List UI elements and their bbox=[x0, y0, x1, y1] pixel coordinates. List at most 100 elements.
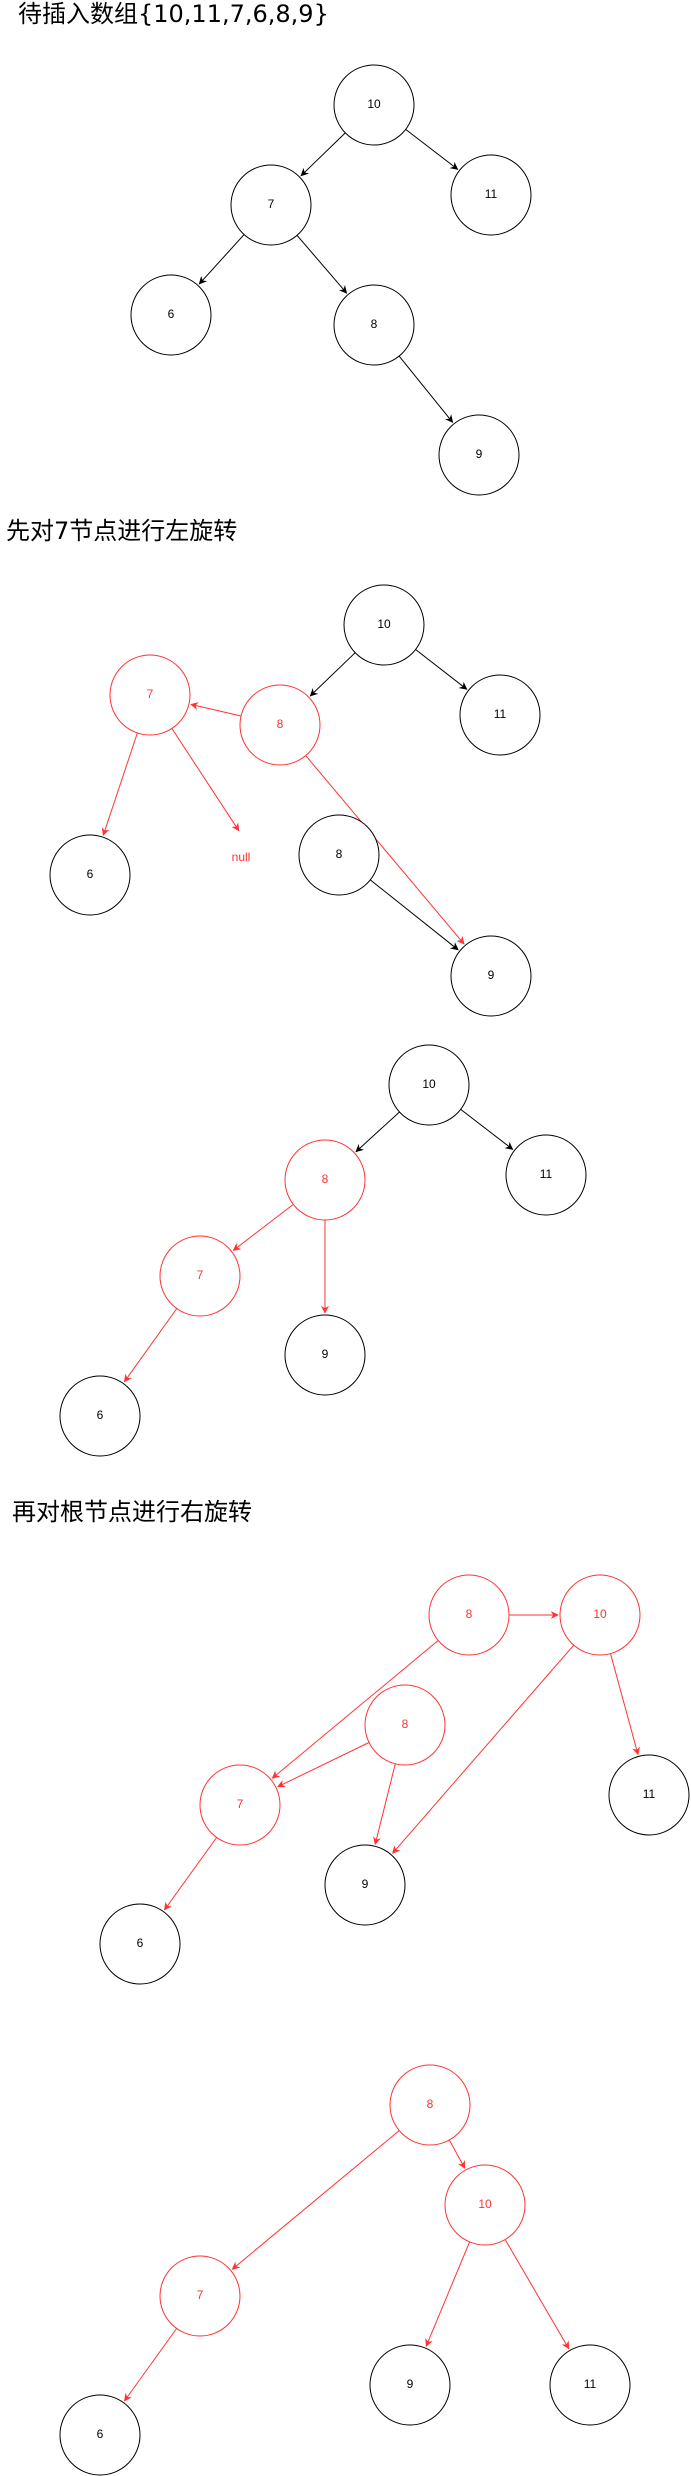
initial-tree-node-11: 11 bbox=[450, 154, 532, 236]
final-tree-node-7: 7 bbox=[159, 2255, 241, 2337]
left-rotate-step-node-9: 9 bbox=[450, 935, 532, 1017]
node-circle bbox=[99, 1903, 181, 1985]
node-circle bbox=[450, 935, 532, 1017]
left-rotate-result-node-11: 11 bbox=[505, 1134, 587, 1216]
right-rotate-step-node-8: 8 bbox=[364, 1684, 446, 1766]
right-rotate-step-node-11: 11 bbox=[608, 1754, 690, 1836]
right-rotate-step-edge-d8-to-d7 bbox=[277, 1742, 370, 1788]
final-tree-edge-e10-to-e11 bbox=[504, 2239, 570, 2350]
node-circle bbox=[333, 284, 415, 366]
node-label: 10 bbox=[377, 617, 391, 631]
node-label: 6 bbox=[137, 1936, 144, 1950]
node-label: 6 bbox=[168, 307, 175, 321]
left-rotate-result-node-9: 9 bbox=[284, 1314, 366, 1396]
right-rotate-caption: 再对根节点进行右旋转 bbox=[12, 1498, 252, 1526]
right-rotate-step-node-6: 6 bbox=[99, 1903, 181, 1985]
left-rotate-result-edge-c8-to-c7 bbox=[232, 1204, 294, 1251]
final-tree-node-10: 10 bbox=[444, 2164, 526, 2246]
initial-tree-edge-a10-to-a11 bbox=[405, 129, 459, 170]
node-circle bbox=[428, 1574, 510, 1656]
node-circle bbox=[59, 1375, 141, 1457]
node-circle bbox=[389, 2064, 471, 2146]
node-label: 7 bbox=[268, 197, 275, 211]
final-tree-edge-e10-to-e9 bbox=[425, 2241, 471, 2347]
node-label: 10 bbox=[367, 97, 381, 111]
node-circle bbox=[388, 1044, 470, 1126]
node-circle bbox=[298, 814, 380, 896]
node-label: 11 bbox=[540, 1167, 553, 1181]
node-circle bbox=[364, 1684, 446, 1766]
node-label: 8 bbox=[336, 847, 343, 861]
node-circle bbox=[369, 2344, 451, 2426]
node-label: 10 bbox=[478, 2197, 492, 2211]
left-rotate-step-node-7: 7 bbox=[109, 654, 191, 736]
node-label: 8 bbox=[466, 1607, 473, 1621]
initial-tree-node-8: 8 bbox=[333, 284, 415, 366]
node-circle bbox=[230, 164, 312, 246]
left-rotate-step-edge-b10-to-b8r bbox=[309, 652, 356, 697]
node-circle bbox=[239, 684, 321, 766]
initial-tree-edge-a8-to-a9 bbox=[398, 355, 454, 423]
node-label: 9 bbox=[362, 1877, 369, 1891]
left-rotate-step-node-8: 8 bbox=[298, 814, 380, 896]
node-label: 8 bbox=[277, 717, 284, 731]
left-rotate-step-edge-b8r-to-b7 bbox=[190, 702, 242, 717]
node-circle bbox=[130, 274, 212, 356]
node-label: 9 bbox=[476, 447, 483, 461]
left-rotate-step-node-8: 8 bbox=[239, 684, 321, 766]
right-rotate-step-edge-d8top-to-d7 bbox=[271, 1640, 439, 1779]
final-tree-node-11: 11 bbox=[549, 2344, 631, 2426]
node-label: 11 bbox=[494, 707, 507, 721]
node-label: 11 bbox=[584, 2377, 597, 2391]
node-label: 11 bbox=[485, 187, 498, 201]
node-label: 8 bbox=[402, 1717, 409, 1731]
final-tree-node-9: 9 bbox=[369, 2344, 451, 2426]
initial-tree-node-7: 7 bbox=[230, 164, 312, 246]
node-circle bbox=[438, 414, 520, 496]
node-circle bbox=[284, 1314, 366, 1396]
left-rotate-step-edge-b7-to-b6 bbox=[101, 732, 138, 836]
left-rotate-step-edge-b7-to-null bbox=[171, 728, 240, 832]
left-rotate-result-node-6: 6 bbox=[59, 1375, 141, 1457]
final-tree-node-6: 6 bbox=[59, 2394, 141, 2476]
node-circle bbox=[608, 1754, 690, 1836]
node-circle bbox=[284, 1139, 366, 1221]
node-circle bbox=[559, 1574, 641, 1656]
initial-tree-edge-a7-to-a8 bbox=[296, 235, 348, 294]
node-label: 8 bbox=[371, 317, 378, 331]
node-label: 6 bbox=[97, 1408, 104, 1422]
node-label: 11 bbox=[643, 1787, 656, 1801]
left-rotate-step-node-6: 6 bbox=[49, 834, 131, 916]
node-label: 10 bbox=[593, 1607, 607, 1621]
left-rotate-step-edge-b8r-to-b9 bbox=[305, 755, 465, 945]
right-rotate-step-node-9: 9 bbox=[324, 1844, 406, 1926]
node-circle bbox=[444, 2164, 526, 2246]
initial-tree-node-6: 6 bbox=[130, 274, 212, 356]
final-tree-edge-e8-to-e7 bbox=[231, 2130, 400, 2270]
initial-tree-node-9: 9 bbox=[438, 414, 520, 496]
final-tree-node-8: 8 bbox=[389, 2064, 471, 2146]
left-rotate-result-node-7: 7 bbox=[159, 1235, 241, 1317]
right-rotate-step-node-7: 7 bbox=[199, 1764, 281, 1846]
node-circle bbox=[59, 2394, 141, 2476]
node-circle bbox=[549, 2344, 631, 2426]
left-rotate-step-node-10: 10 bbox=[343, 584, 425, 666]
node-label: 10 bbox=[422, 1077, 436, 1091]
node-label: 7 bbox=[237, 1797, 244, 1811]
initial-tree-node-10: 10 bbox=[333, 64, 415, 146]
node-label: 8 bbox=[322, 1172, 329, 1186]
node-circle bbox=[343, 584, 425, 666]
right-rotate-step-edge-d8-to-d9 bbox=[373, 1763, 396, 1846]
node-label: 9 bbox=[488, 968, 495, 982]
final-tree-edge-e7-to-e6 bbox=[124, 2328, 178, 2402]
node-circle bbox=[459, 674, 541, 756]
left-rotate-result-edge-c7-to-c6 bbox=[123, 1308, 178, 1383]
node-label: 6 bbox=[87, 867, 94, 881]
left-rotate-caption: 先对7节点进行左旋转 bbox=[6, 517, 238, 545]
left-rotate-result-node-10: 10 bbox=[388, 1044, 470, 1126]
left-rotate-result-node-8: 8 bbox=[284, 1139, 366, 1221]
left-rotate-result-edge-c10-to-c11 bbox=[460, 1109, 514, 1150]
node-label: 6 bbox=[97, 2427, 104, 2441]
